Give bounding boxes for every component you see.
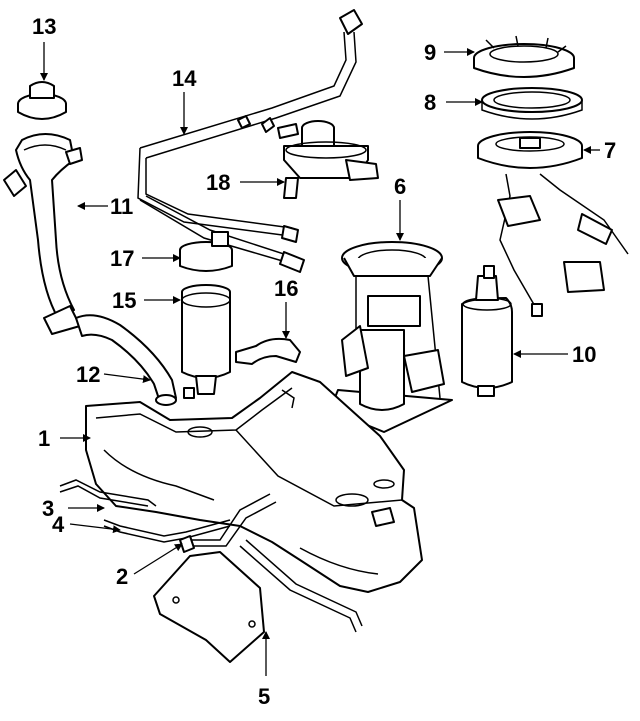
callout-18: 18 [206,170,230,195]
callout-2: 2 [116,564,128,589]
fuel-pump [461,265,513,397]
callout-16: 16 [274,276,298,301]
callout-11: 11 [110,194,133,219]
sending-unit [477,131,629,317]
vent-hose [75,314,177,406]
gasket [481,87,583,120]
callout-13: 13 [32,14,56,39]
callout-4: 4 [52,512,65,537]
callout-9: 9 [424,40,436,65]
lock-ring [473,35,575,78]
callout-14: 14 [172,66,197,91]
leader-lines [40,42,600,676]
filter-clamp [235,337,301,365]
callout-12: 12 [76,362,100,387]
callout-15: 15 [112,288,136,313]
fuel-tank [85,371,423,593]
filter-cap [179,231,233,272]
callout-7: 7 [604,138,616,163]
filler-neck [3,133,83,335]
filler-cap [17,81,67,120]
callout-1: 1 [38,426,50,451]
callout-6: 6 [394,174,406,199]
callout-labels: 13 11 12 14 18 17 15 16 6 10 9 8 7 1 3 4… [32,14,616,709]
callout-5: 5 [258,684,270,709]
callout-10: 10 [572,342,596,367]
fuel-lines [137,9,363,273]
fuel-filter [181,284,231,399]
fuel-damper [277,120,379,199]
callout-17: 17 [110,246,134,271]
callout-8: 8 [424,90,436,115]
callout-3: 3 [42,496,54,521]
fuel-pump-module [329,241,453,433]
